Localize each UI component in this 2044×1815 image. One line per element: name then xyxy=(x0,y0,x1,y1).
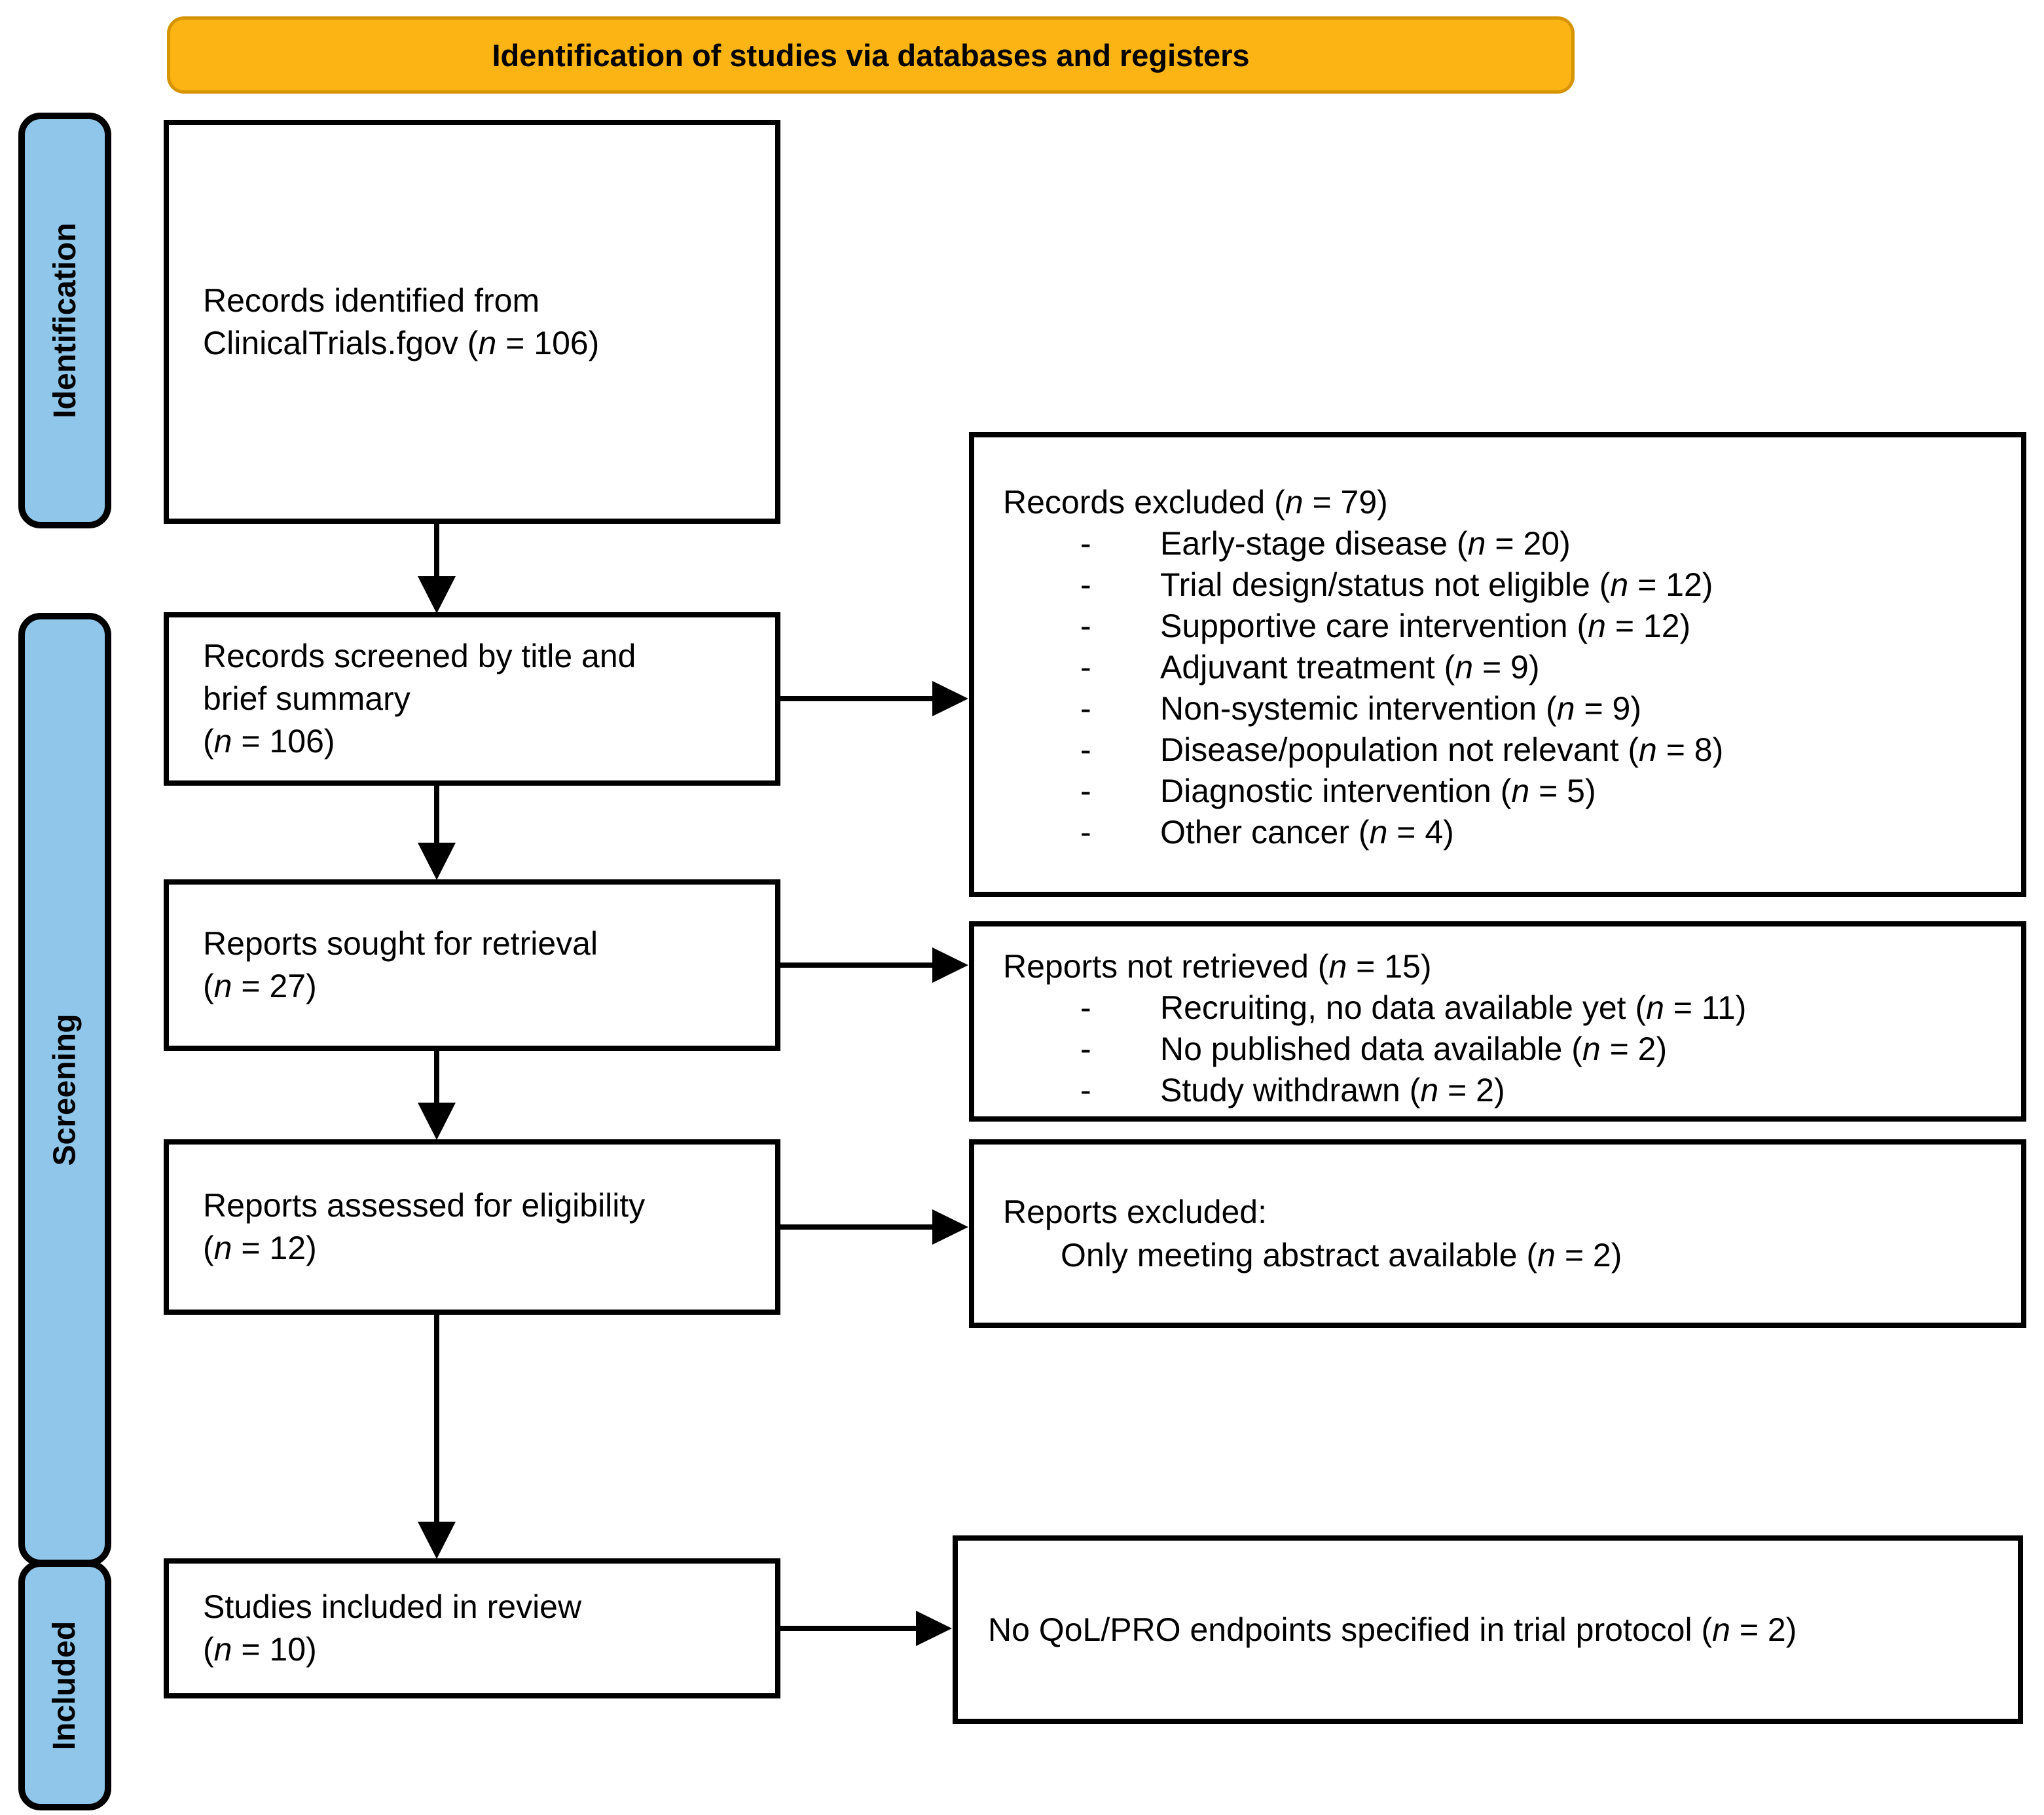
arrow-sought-to-not-retrieved-line xyxy=(778,962,935,968)
stage-label-included: Included xyxy=(47,1621,82,1750)
dash-bullet-icon: - xyxy=(1080,1072,1091,1109)
records-excluded-reason-list: - Early-stage disease (n = 20) - Trial d… xyxy=(1003,523,2001,853)
list-item: - No published data available (n = 2) xyxy=(1003,1029,2001,1070)
box-records-screened-text: Records screened by title and brief summ… xyxy=(203,638,636,760)
box-records-excluded: Records excluded (n = 79) - Early-stage … xyxy=(969,432,2026,897)
arrow-included-to-no-qol-head-icon xyxy=(916,1611,952,1646)
list-item: - Other cancer (n = 4) xyxy=(1003,812,2001,853)
box-studies-included: Studies included in review (n = 10) xyxy=(164,1558,780,1698)
box-no-qol-pro-endpoints: No QoL/PRO endpoints specified in trial … xyxy=(953,1535,2023,1724)
dash-bullet-icon: - xyxy=(1080,566,1091,603)
arrow-identified-to-screened-line xyxy=(434,522,439,579)
list-item: - Recruiting, no data available yet (n =… xyxy=(1003,987,2001,1029)
list-item: - Supportive care intervention (n = 12) xyxy=(1003,606,2001,647)
arrow-identified-to-screened-head-icon xyxy=(418,576,456,614)
arrow-included-to-no-qol-line xyxy=(778,1626,919,1631)
arrow-sought-to-assessed-head-icon xyxy=(418,1103,456,1140)
stage-tab-screening: Screening xyxy=(18,613,111,1566)
list-item-text: Disease/population not relevant (n = 8) xyxy=(1160,731,1724,768)
arrow-screened-to-sought-head-icon xyxy=(418,843,456,880)
box-reports-excluded-reason: Only meeting abstract available (n = 2) xyxy=(1061,1237,1622,1274)
list-item: - Trial design/status not eligible (n = … xyxy=(1003,564,2001,606)
arrow-assessed-to-included-line xyxy=(434,1313,439,1523)
diagram-header-title: Identification of studies via databases … xyxy=(492,37,1250,73)
list-item: - Disease/population not relevant (n = 8… xyxy=(1003,729,2001,771)
dash-bullet-icon: - xyxy=(1080,814,1091,851)
dash-bullet-icon: - xyxy=(1080,525,1091,562)
box-records-identified: Records identified from ClinicalTrials.f… xyxy=(164,120,780,524)
list-item: - Non-systemic intervention (n = 9) xyxy=(1003,688,2001,729)
box-reports-excluded: Reports excluded: Only meeting abstract … xyxy=(969,1139,2026,1328)
arrow-sought-to-assessed-line xyxy=(434,1050,439,1103)
dash-bullet-icon: - xyxy=(1080,731,1091,768)
dash-bullet-icon: - xyxy=(1080,773,1091,809)
arrow-assessed-to-reports-excluded-line xyxy=(778,1224,935,1230)
list-item-text: Diagnostic intervention (n = 5) xyxy=(1160,773,1596,809)
box-reports-not-retrieved-title: Reports not retrieved (n = 15) xyxy=(1003,948,1432,985)
list-item: - Diagnostic intervention (n = 5) xyxy=(1003,771,2001,812)
list-item-text: Study withdrawn (n = 2) xyxy=(1160,1072,1505,1109)
list-item-text: Trial design/status not eligible (n = 12… xyxy=(1160,566,1713,603)
dash-bullet-icon: - xyxy=(1080,649,1091,686)
stage-label-screening: Screening xyxy=(47,1013,82,1166)
arrow-assessed-to-reports-excluded-head-icon xyxy=(932,1209,968,1245)
arrow-screened-to-excluded-head-icon xyxy=(932,681,968,716)
box-reports-assessed: Reports assessed for eligibility (n = 12… xyxy=(164,1139,780,1315)
box-reports-assessed-text: Reports assessed for eligibility (n = 12… xyxy=(203,1187,646,1266)
list-item-text: Other cancer (n = 4) xyxy=(1160,814,1454,851)
stage-label-identification: Identification xyxy=(47,223,82,418)
arrow-screened-to-sought-line xyxy=(434,784,439,843)
arrow-assessed-to-included-head-icon xyxy=(418,1522,456,1559)
box-reports-sought-text: Reports sought for retrieval (n = 27) xyxy=(203,925,598,1004)
dash-bullet-icon: - xyxy=(1080,690,1091,727)
list-item-text: Early-stage disease (n = 20) xyxy=(1160,525,1571,562)
list-item: - Study withdrawn (n = 2) xyxy=(1003,1070,2001,1111)
diagram-header-banner: Identification of studies via databases … xyxy=(167,16,1575,94)
dash-bullet-icon: - xyxy=(1080,608,1091,644)
box-reports-excluded-title: Reports excluded: xyxy=(1003,1194,1268,1230)
list-item-text: Non-systemic intervention (n = 9) xyxy=(1160,690,1642,727)
list-item-text: Recruiting, no data available yet (n = 1… xyxy=(1160,989,1747,1026)
list-item: - Early-stage disease (n = 20) xyxy=(1003,523,2001,564)
box-reports-sought: Reports sought for retrieval (n = 27) xyxy=(164,879,780,1051)
dash-bullet-icon: - xyxy=(1080,1031,1091,1067)
box-studies-included-text: Studies included in review (n = 10) xyxy=(203,1588,582,1668)
list-item-text: Adjuvant treatment (n = 9) xyxy=(1160,649,1540,686)
arrow-screened-to-excluded-line xyxy=(778,696,935,701)
box-records-identified-text: Records identified from ClinicalTrials.f… xyxy=(203,282,600,361)
arrow-sought-to-not-retrieved-head-icon xyxy=(932,947,968,983)
box-reports-not-retrieved: Reports not retrieved (n = 15) - Recruit… xyxy=(969,921,2026,1122)
box-no-qol-pro-endpoints-text: No QoL/PRO endpoints specified in trial … xyxy=(988,1611,1797,1648)
box-records-screened: Records screened by title and brief summ… xyxy=(164,612,780,786)
list-item-text: Supportive care intervention (n = 12) xyxy=(1160,608,1691,644)
dash-bullet-icon: - xyxy=(1080,989,1091,1026)
list-item-text: No published data available (n = 2) xyxy=(1160,1031,1668,1067)
not-retrieved-reason-list: - Recruiting, no data available yet (n =… xyxy=(1003,987,2001,1111)
stage-tab-identification: Identification xyxy=(18,113,111,528)
stage-tab-included: Included xyxy=(18,1560,111,1810)
list-item: - Adjuvant treatment (n = 9) xyxy=(1003,647,2001,688)
box-records-excluded-title: Records excluded (n = 79) xyxy=(1003,484,1388,521)
